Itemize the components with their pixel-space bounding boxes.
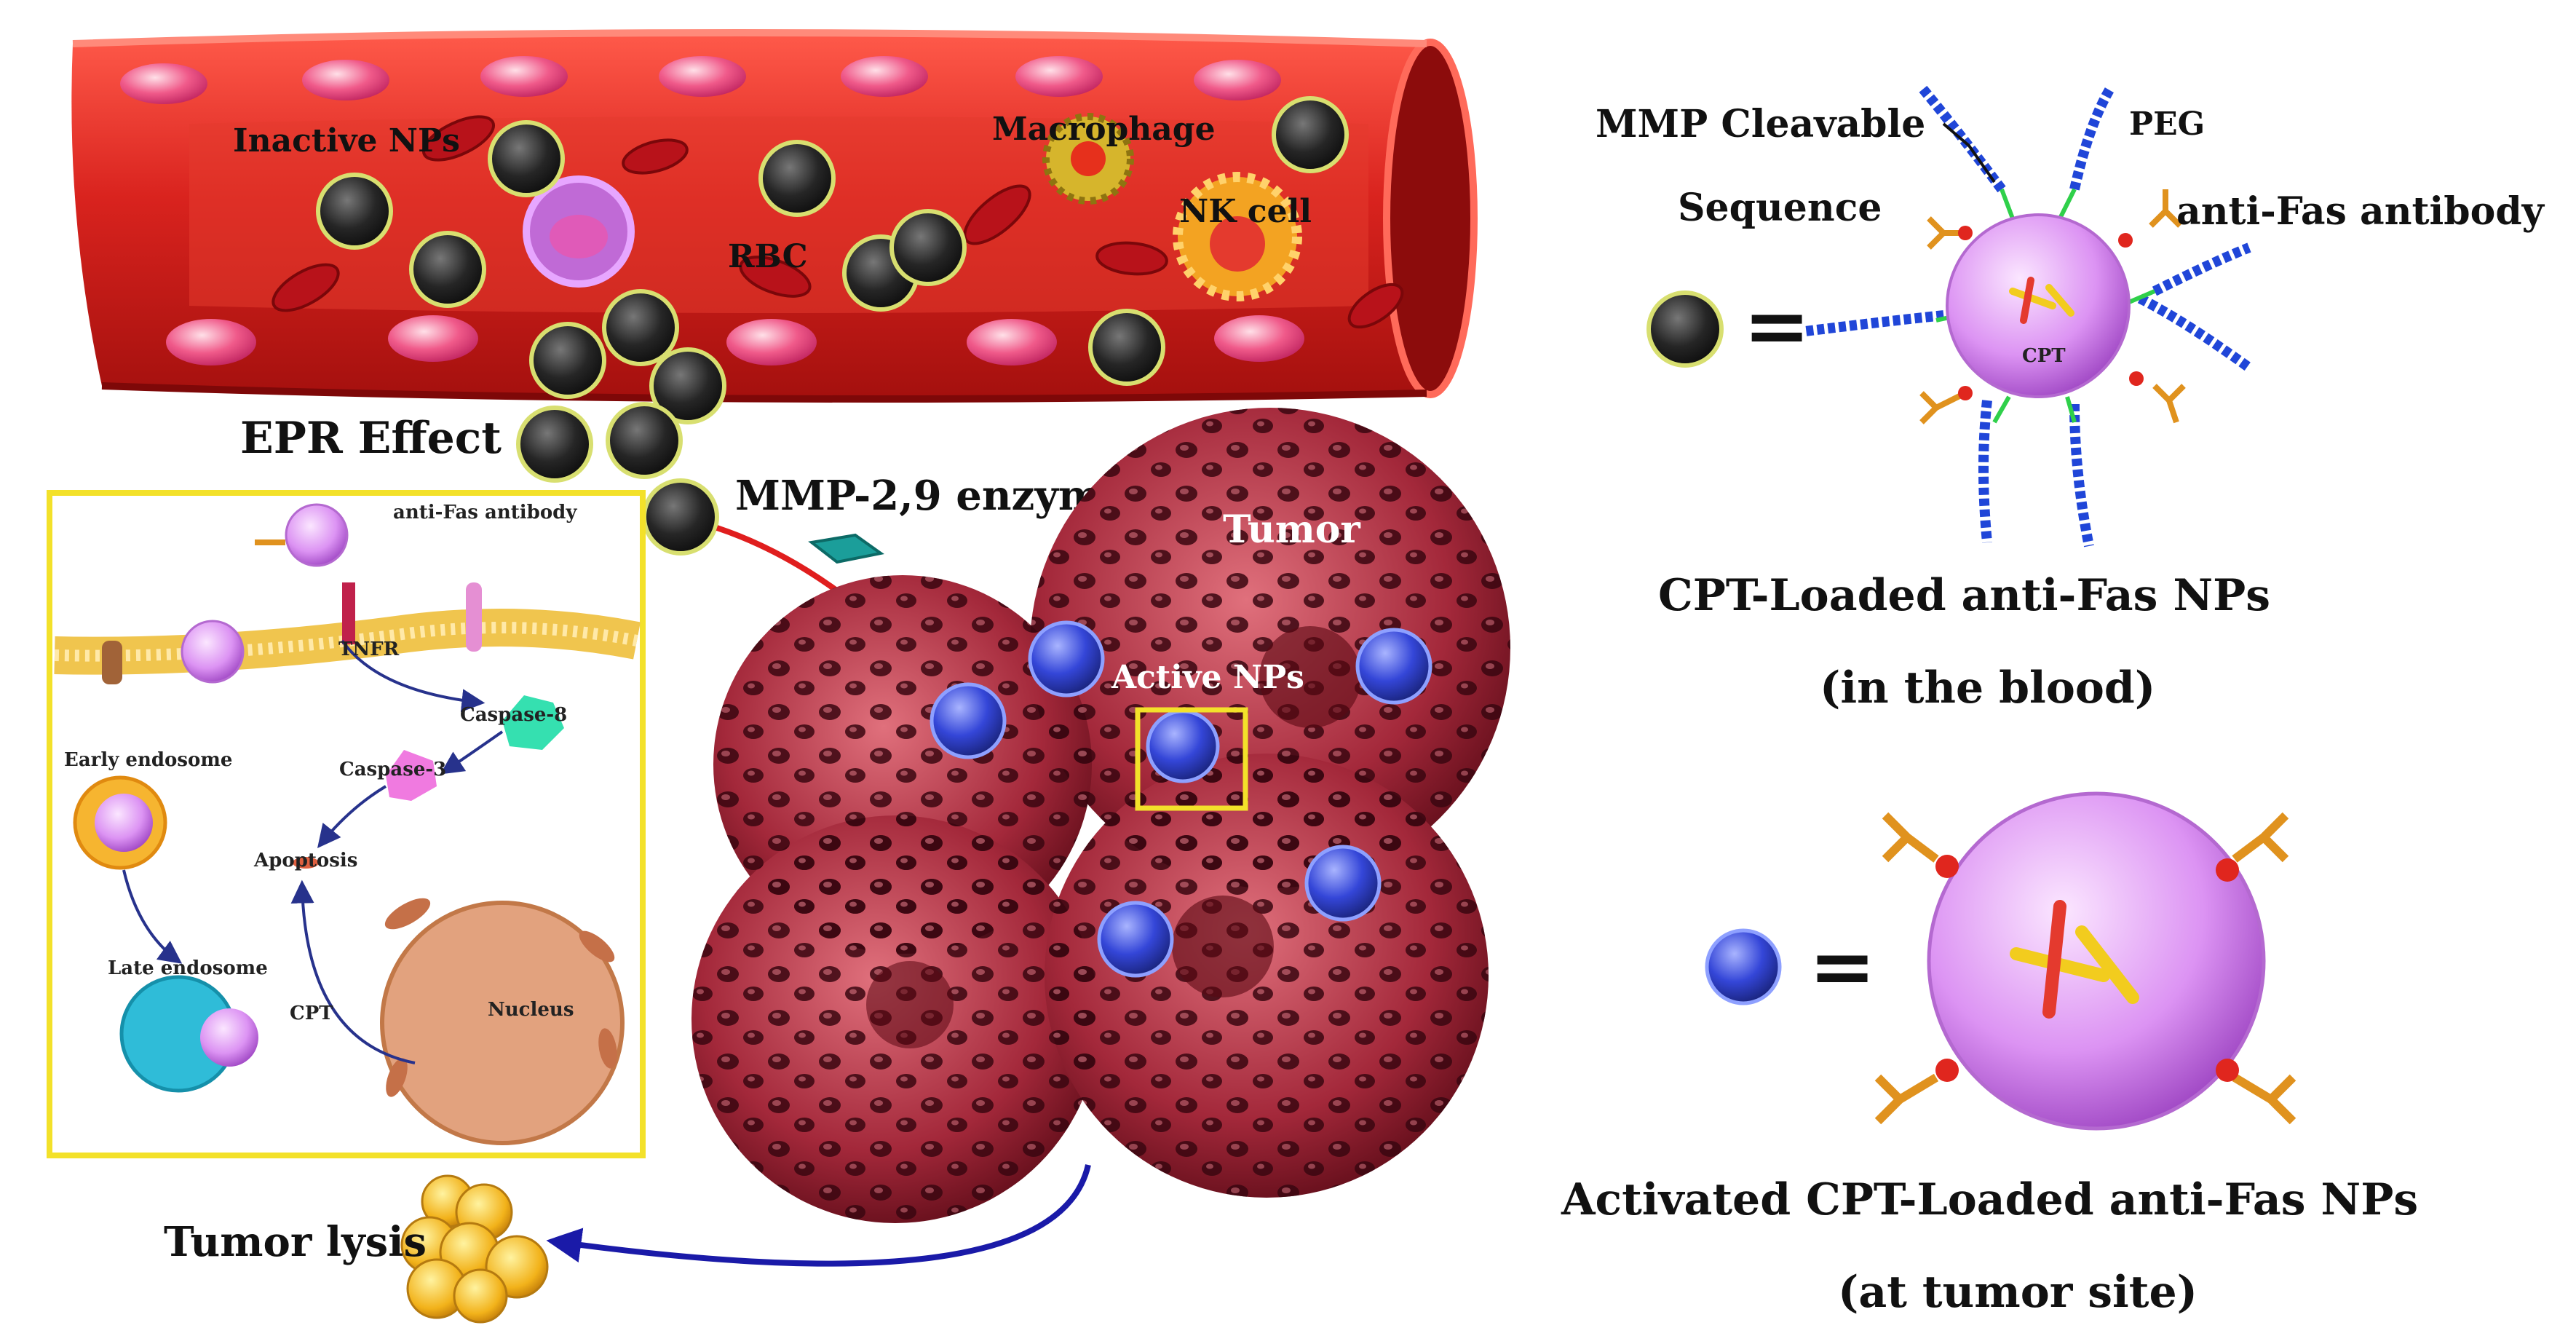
lysis-arrow bbox=[546, 1164, 1091, 1267]
label-inactive-nps: Inactive NPs bbox=[233, 122, 460, 159]
inactive-np bbox=[642, 478, 719, 556]
immune-cell bbox=[523, 175, 635, 288]
inactive-np bbox=[1272, 96, 1349, 173]
inactive-np bbox=[488, 120, 565, 197]
red-blood-cells bbox=[272, 115, 1404, 329]
label-tumor-lysis: Tumor lysis bbox=[164, 1218, 427, 1266]
mmp-enzyme-icon bbox=[808, 533, 884, 564]
label-anti-fas-antibody: anti-Fas antibody bbox=[2176, 189, 2545, 234]
label-sequence: Sequence bbox=[1678, 186, 1882, 230]
activated-np-diagram bbox=[1874, 791, 2296, 1131]
inactive-nps bbox=[316, 96, 1349, 556]
label-macrophage: Macrophage bbox=[992, 111, 1216, 148]
endothelial-cells-top bbox=[120, 56, 1281, 104]
label-core-cpt: CPT bbox=[2022, 345, 2066, 367]
label-mmp-cleavable: MMP Cleavable bbox=[1596, 102, 1925, 146]
inactive-np bbox=[1088, 309, 1165, 386]
inactive-np-legend-icon bbox=[1646, 290, 1724, 368]
inset-label-early-endosome: Early endosome bbox=[64, 749, 232, 771]
caption-activated-np-1: Activated CPT-Loaded anti-Fas NPs bbox=[1561, 1174, 2418, 1225]
label-mmp-enzyme: MMP-2,9 enzyme bbox=[735, 472, 1128, 520]
tumor-mass bbox=[691, 408, 1510, 1223]
apoptosis-pathway-inset bbox=[47, 490, 646, 1158]
endothelial-cells-bottom bbox=[166, 315, 1304, 365]
active-np bbox=[1304, 845, 1382, 922]
inactive-np bbox=[649, 347, 726, 424]
inset-label-apoptosis: Apoptosis bbox=[253, 850, 357, 871]
inset-label-cpt: CPT bbox=[290, 1003, 333, 1024]
inactive-np bbox=[529, 322, 606, 399]
active-np-highlight-box bbox=[1135, 707, 1248, 811]
nk-cell bbox=[1173, 172, 1302, 301]
label-nk-cell: NK cell bbox=[1179, 193, 1312, 230]
inactive-np bbox=[606, 402, 683, 479]
inset-label-tnfr: TNFR bbox=[338, 639, 400, 660]
tumor-lysis-cluster bbox=[400, 1174, 549, 1324]
label-peg: PEG bbox=[2129, 106, 2205, 143]
inactive-np bbox=[602, 289, 679, 366]
inset-label-caspase3: Caspase-3 bbox=[339, 759, 446, 780]
blood-np-equals: = bbox=[1743, 278, 1810, 372]
active-np-legend-icon bbox=[1705, 928, 1782, 1005]
inset-label-anti-fas: anti-Fas antibody bbox=[393, 502, 577, 523]
caption-blood-np-1: CPT-Loaded anti-Fas NPs bbox=[1658, 570, 2270, 621]
label-rbc: RBC bbox=[728, 238, 808, 275]
macrophage-cell bbox=[1042, 113, 1134, 205]
inactive-np bbox=[409, 231, 486, 308]
active-np bbox=[930, 682, 1007, 759]
inset-label-caspase8: Caspase-8 bbox=[460, 704, 567, 726]
label-epr-effect: EPR Effect bbox=[240, 413, 502, 464]
caption-activated-np-2: (at tumor site) bbox=[1838, 1267, 2197, 1318]
caption-blood-np-2: (in the blood) bbox=[1820, 663, 2155, 713]
inactive-np bbox=[758, 140, 836, 217]
active-np bbox=[1355, 628, 1432, 705]
label-active-nps: Active NPs bbox=[1111, 659, 1304, 696]
inset-label-late-endosome: Late endosome bbox=[108, 957, 268, 979]
active-np bbox=[1028, 620, 1105, 697]
inactive-np bbox=[889, 209, 967, 286]
inset-label-nucleus: Nucleus bbox=[488, 999, 574, 1021]
blood-np-diagram bbox=[1804, 84, 2253, 548]
inactive-np bbox=[316, 173, 393, 250]
label-tumor: Tumor bbox=[1223, 507, 1360, 552]
active-np bbox=[1097, 901, 1174, 978]
inactive-np bbox=[516, 406, 593, 483]
active-np-equals: = bbox=[1809, 919, 1876, 1013]
active-np bbox=[1146, 709, 1220, 783]
active-nps bbox=[930, 620, 1432, 978]
